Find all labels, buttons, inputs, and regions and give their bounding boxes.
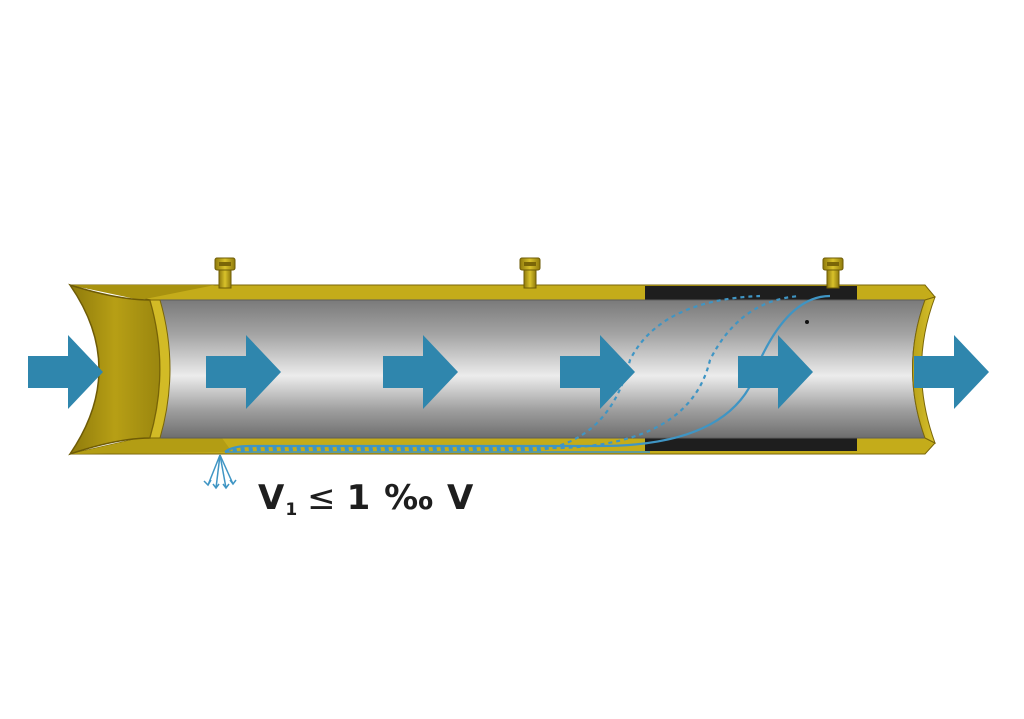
- vent-valve-1: [214, 257, 236, 289]
- leak-point: [805, 320, 809, 324]
- formula-variable: V: [258, 478, 286, 518]
- flow-arrow-icon: [914, 335, 989, 409]
- flow-arrow-icon: [560, 335, 635, 409]
- flow-arrows: [28, 335, 989, 409]
- flow-arrow-icon: [206, 335, 281, 409]
- formula-rhs: 1 ‰ V: [346, 478, 475, 518]
- vent-valve-2: [519, 257, 541, 289]
- flow-arrow-icon: [383, 335, 458, 409]
- formula-relation: ≤: [307, 478, 337, 518]
- leakage-formula: V1 ≤1 ‰ V: [258, 478, 474, 520]
- seal-band: [645, 286, 857, 451]
- leak-outlet-arrows: [203, 454, 237, 490]
- vent-valve-3: [822, 257, 844, 289]
- left-end-cap: [68, 283, 171, 456]
- flow-arrow-icon: [738, 335, 813, 409]
- right-end-cap: [912, 296, 936, 445]
- leak-path: [224, 294, 831, 454]
- flow-arrow-icon: [28, 335, 103, 409]
- formula-subscript: 1: [285, 500, 298, 520]
